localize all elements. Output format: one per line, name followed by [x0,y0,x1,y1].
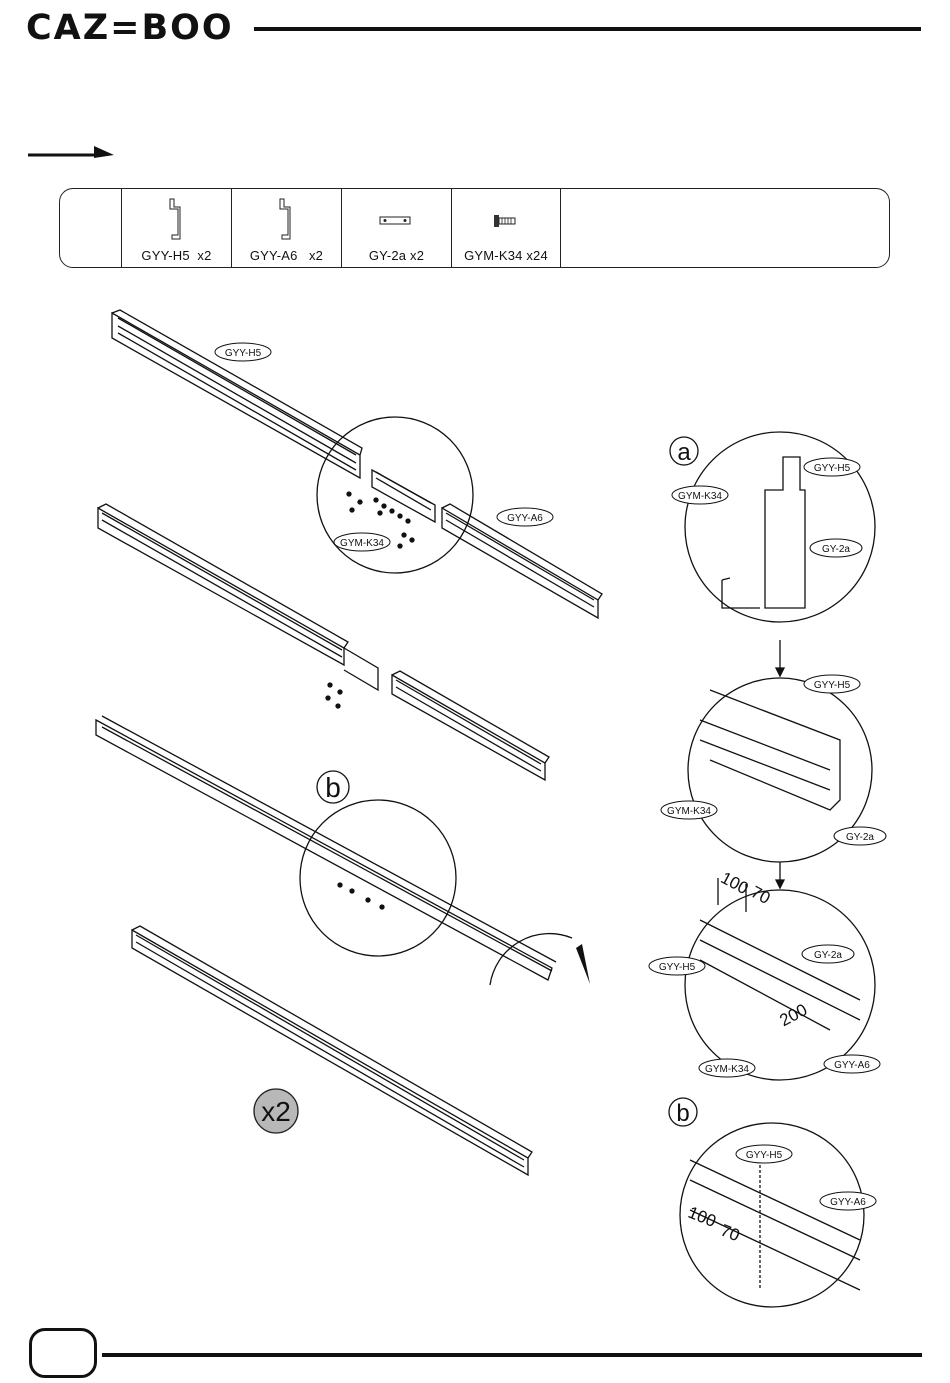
beam-profile-icon [122,195,232,241]
beam-profile-icon [232,195,342,241]
callout-gym-k34: GYM-K34 [705,1064,749,1075]
beam-second-row-right [392,671,549,780]
brand-logo: CAZ=BOO [26,8,234,48]
callout-gy-2a: GY-2a [814,950,842,961]
connector-plate-icon [342,195,452,241]
beam-final [132,926,532,1175]
part-label: GYY-H5 x2 [122,248,231,263]
callout-gyy-h5: GYY-H5 [746,1150,783,1161]
detail-letter-b: b [676,1100,689,1127]
callout-gym-k34: GYM-K34 [667,806,711,817]
dimension-label: 70 [748,882,774,908]
detail-letter-a: a [677,439,691,466]
screw-icon [452,195,562,241]
part-cell-gyy-a6: GYY-A6 x2 [231,189,341,267]
detail-letter-b: b [325,772,341,803]
callout-gym-k34: GYM-K34 [340,538,384,549]
dimension-label: 100 [685,1203,718,1231]
part-label: GYY-A6 x2 [232,248,341,263]
callout-gyy-h5: GYY-H5 [659,962,696,973]
detail-circle-b [300,800,456,956]
step-arrow-icon [28,144,118,160]
part-label: GY-2a x2 [342,248,451,263]
header-rule [254,27,921,31]
part-cell-gyy-h5: GYY-H5 x2 [121,189,231,267]
assembly-diagram: GYY-H5 GYY-A6 GYM-K34 GYY-H5 GYM-K34 GY-… [0,290,950,1320]
part-label: GYM-K34 x24 [452,248,560,263]
detail-circle-3 [685,890,875,1080]
parts-list-panel: GYY-H5 x2 GYY-A6 x2 GY-2a x2 GYM-K34 x24 [59,188,890,268]
callout-gyy-h5: GYY-H5 [814,463,851,474]
page-number-box [29,1328,97,1378]
footer-rule [102,1353,922,1357]
callout-gy-2a: GY-2a [846,832,874,843]
multiplier-label: x2 [261,1096,291,1127]
callout-gyy-a6: GYY-A6 [507,513,543,524]
callout-gyy-a6: GYY-A6 [834,1060,870,1071]
part-cell-gy-2a: GY-2a x2 [341,189,451,267]
beam-gyy-h5-top [112,310,362,478]
part-cell-gym-k34: GYM-K34 x24 [451,189,561,267]
beam-second-row [98,504,378,690]
callout-gyy-h5: GYY-H5 [814,680,851,691]
callout-gyy-a6: GYY-A6 [830,1197,866,1208]
callout-gym-k34: GYM-K34 [678,491,722,502]
detail-circle [317,417,473,573]
callout-gyy-h5: GYY-H5 [225,348,262,359]
callout-gy-2a: GY-2a [822,544,850,555]
